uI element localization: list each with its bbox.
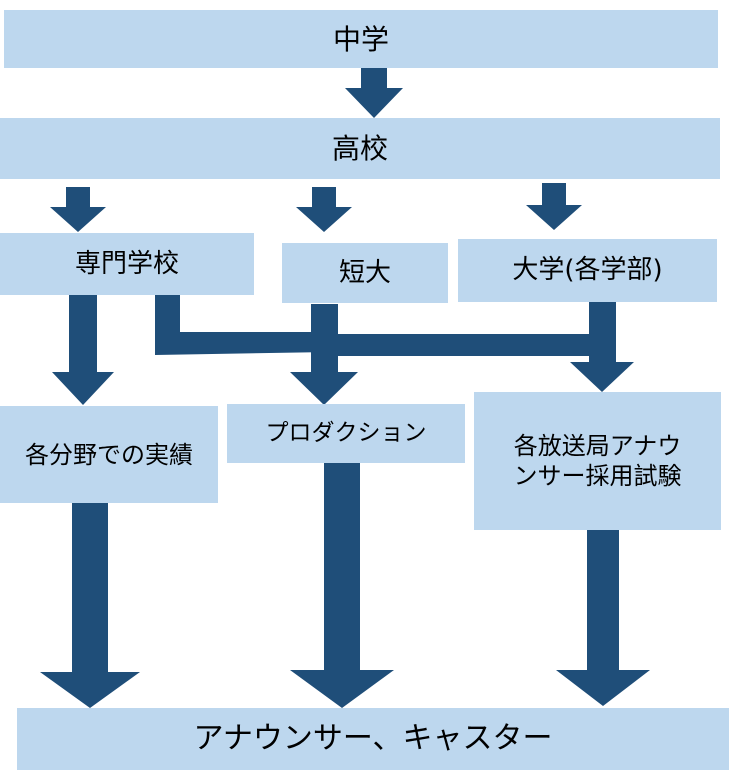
node-middle-school: 中学 [4, 10, 718, 68]
node-middle-school-label: 中学 [332, 22, 389, 56]
node-university-label: 大学(各学部) [512, 255, 663, 286]
node-production-label: プロダクション [265, 420, 427, 447]
node-high-school-label: 高校 [331, 132, 388, 165]
node-high-school: 高校 [0, 118, 720, 179]
node-field-achievements: 各分野での実績 [0, 406, 218, 503]
node-field-achievements-label: 各分野での実績 [25, 440, 193, 469]
arrow-production-to-final [290, 463, 394, 708]
node-final-label: アナウンサー、キャスター [193, 721, 553, 757]
arrow-junior-college-to-production [290, 304, 358, 405]
node-broadcaster-exam-label: 各放送局アナウンサー採用試験 [513, 432, 682, 490]
node-university: 大学(各学部) [458, 239, 717, 302]
arrow-middle-to-high [345, 68, 403, 118]
arrow-high-to-vocational [50, 187, 106, 232]
arrow-vocational-to-achievements [52, 295, 114, 405]
node-vocational-school-label: 専門学校 [74, 248, 179, 279]
arrow-university-to-production [330, 334, 600, 356]
node-broadcaster-exam: 各放送局アナウンサー採用試験 [474, 392, 721, 530]
node-junior-college-label: 短大 [338, 257, 391, 288]
node-final: アナウンサー、キャスター [17, 708, 729, 770]
arrow-university-to-exam [570, 302, 634, 392]
node-vocational-school: 専門学校 [0, 233, 254, 295]
arrow-exam-to-final [556, 530, 650, 706]
arrow-achievements-to-final [40, 503, 140, 708]
arrow-high-to-university [526, 183, 582, 230]
node-junior-college: 短大 [282, 243, 448, 303]
arrow-vocational-to-production [155, 295, 330, 355]
arrow-high-to-junior-college [296, 187, 352, 232]
node-production: プロダクション [227, 404, 465, 463]
